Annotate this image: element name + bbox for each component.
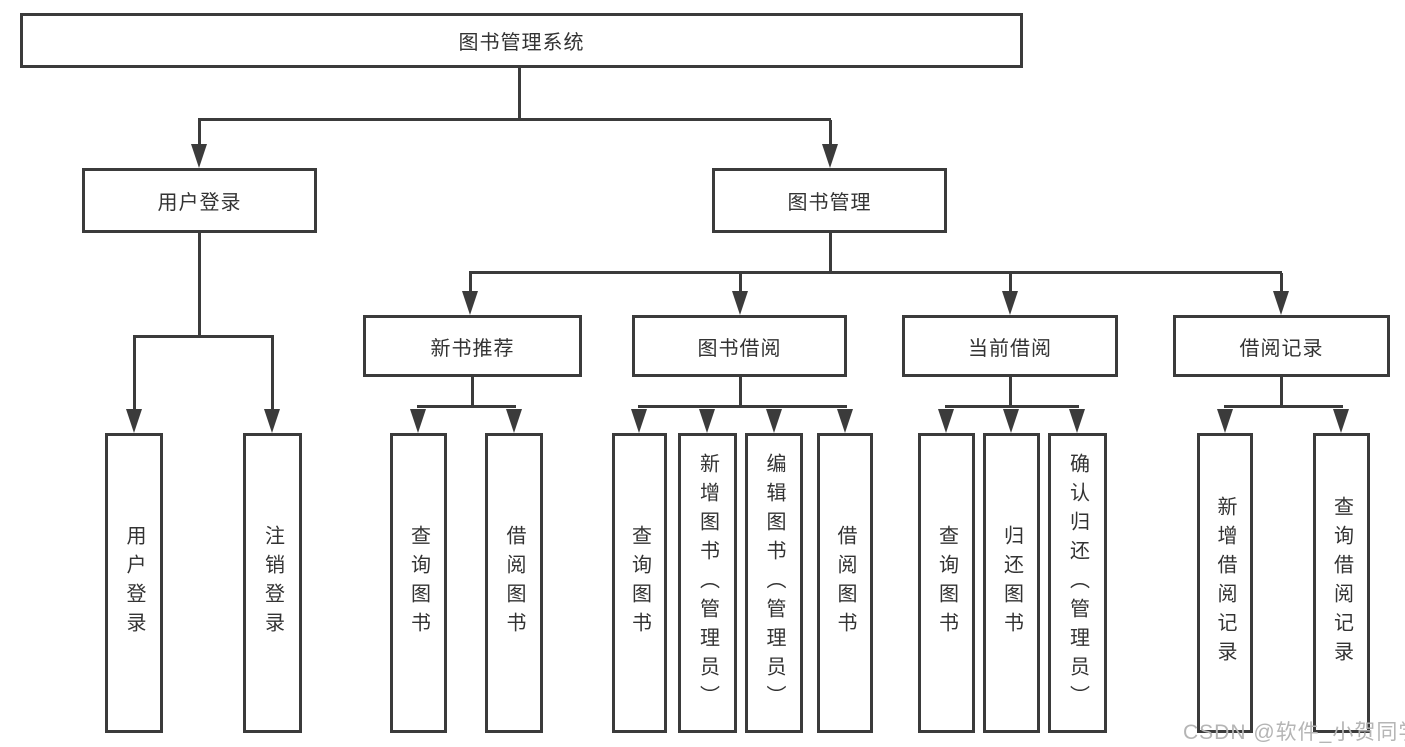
leaf-borrow-books-2: 借阅图书 [817,433,873,733]
connector-line [417,405,516,408]
arrow-down-icon [1002,291,1018,315]
leaf-edit-books-admin: 编辑图书（管理员） [745,433,803,733]
node-label: 借阅记录 [1239,337,1324,360]
connector-line [471,377,474,408]
csdn-watermark: CSDN @软件_小贺同学 [1183,721,1405,744]
node-label: 借阅图书 [503,525,525,641]
arrow-down-icon [191,144,207,168]
leaf-query-borrow-record: 查询借阅记录 [1313,433,1370,733]
connector-line [518,68,521,120]
node-label: 图书管理系统 [458,32,585,54]
arrow-down-icon [462,291,478,315]
connector-line [133,337,136,413]
leaf-query-books-2: 查询图书 [612,433,667,733]
leaf-logout: 注销登录 [243,433,302,733]
node-current-borrowing: 当前借阅 [902,315,1118,377]
connector-line [469,271,1282,274]
node-label: 图书管理 [787,192,872,214]
leaf-add-books-admin: 新增图书（管理员） [678,433,737,733]
node-library-management-system: 图书管理系统 [20,13,1023,68]
node-label: 新增借阅记录 [1214,496,1236,670]
node-label: 借阅图书 [834,525,856,641]
node-book-management: 图书管理 [712,168,947,233]
connector-line [1009,273,1012,295]
arrow-down-icon [1069,409,1085,433]
arrow-down-icon [1333,409,1349,433]
arrow-down-icon [506,409,522,433]
connector-line [469,273,472,295]
arrow-down-icon [264,409,280,433]
leaf-query-books-1: 查询图书 [390,433,447,733]
connector-line [271,337,274,413]
connector-line [638,405,847,408]
connector-line [198,118,831,121]
arrow-down-icon [1273,291,1289,315]
arrow-down-icon [837,409,853,433]
arrow-down-icon [938,409,954,433]
node-label: 编辑图书（管理员） [763,452,785,714]
leaf-query-books-3: 查询图书 [918,433,975,733]
leaf-return-books: 归还图书 [983,433,1040,733]
connector-line [945,405,1079,408]
node-label: 当前借阅 [968,337,1052,360]
node-label: 确认归还（管理员） [1066,452,1089,714]
leaf-confirm-return-admin: 确认归还（管理员） [1048,433,1107,733]
arrow-down-icon [631,409,647,433]
connector-line [829,120,832,148]
node-label: 查询图书 [407,525,430,641]
node-label: 查询图书 [628,525,651,641]
node-label: 图书借阅 [697,337,782,360]
arrow-down-icon [1217,409,1233,433]
node-label: 用户登录 [157,192,242,214]
node-borrow-records: 借阅记录 [1173,315,1390,377]
node-label: 查询借阅记录 [1330,496,1353,670]
leaf-user-login: 用户登录 [105,433,163,733]
arrow-down-icon [766,409,782,433]
connector-line [739,273,742,295]
node-label: 新书推荐 [430,337,515,360]
node-book-borrowing: 图书借阅 [632,315,847,377]
node-label: 新增图书（管理员） [696,452,719,714]
arrow-down-icon [732,291,748,315]
arrow-down-icon [822,144,838,168]
node-label: 查询图书 [935,525,958,641]
node-new-book-recommendation: 新书推荐 [363,315,582,377]
connector-line [1224,405,1343,408]
arrow-down-icon [1003,409,1019,433]
arrow-down-icon [699,409,715,433]
leaf-add-borrow-record: 新增借阅记录 [1197,433,1253,733]
leaf-borrow-books-1: 借阅图书 [485,433,543,733]
connector-line [1280,377,1283,408]
connector-line [829,233,832,274]
connector-line [1280,273,1283,295]
node-label: 归还图书 [1000,525,1023,641]
connector-line [1009,377,1012,408]
node-label: 注销登录 [261,525,284,641]
connector-line [133,335,274,338]
node-label: 用户登录 [123,525,145,641]
connector-line [198,233,201,337]
node-user-login: 用户登录 [82,168,317,233]
connector-line [198,120,201,148]
arrow-down-icon [410,409,426,433]
arrow-down-icon [126,409,142,433]
connector-line [739,377,742,408]
